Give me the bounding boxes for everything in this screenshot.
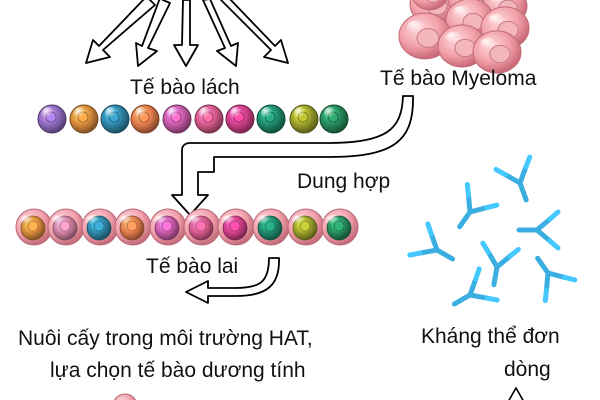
fusion-arrow [171, 95, 414, 216]
spleen-cell [162, 104, 192, 134]
spleen-cell [37, 104, 67, 134]
hybrid-cell [15, 208, 53, 246]
myeloma-cell [412, 0, 448, 11]
antibody-group [407, 154, 578, 307]
split-arrow-1 [85, 0, 156, 64]
spleen-cell [194, 104, 224, 134]
spleen-cell-row [37, 104, 349, 134]
spleen-cell [69, 104, 99, 134]
antibody-icon [457, 181, 500, 230]
antibody-label-line1: Kháng thể đơn [421, 325, 560, 348]
antibody-icon [493, 154, 533, 203]
split-arrow-4 [202, 0, 239, 67]
antibody-icon [407, 221, 456, 262]
fusion-label: Dung hợp [297, 170, 391, 193]
hybrid-cell [47, 208, 85, 246]
myeloma-cell-nucleus [416, 28, 440, 48]
selected-cell-partial [114, 393, 136, 400]
culture-label-line1: Nuôi cấy trong môi trường HAT, [18, 327, 313, 350]
spleen-cell [130, 104, 160, 134]
spleen-cell [289, 104, 319, 134]
hybrid-cell [287, 208, 325, 246]
hybrid-cell [321, 208, 359, 246]
antibody-icon [516, 209, 561, 251]
hybrid-cell [217, 208, 255, 246]
antibody-icon [535, 255, 578, 304]
hybrid-cells-label: Tế bào lai [146, 255, 239, 278]
culture-arrow [185, 257, 280, 304]
hybrid-cell [183, 208, 221, 246]
myeloma-cell-nucleus [489, 44, 511, 64]
split-arrow-5 [220, 0, 289, 64]
hybrid-cell [252, 208, 290, 246]
fusion-arrow-body [171, 95, 414, 216]
spleen-cell [225, 104, 255, 134]
spleen-cell [319, 104, 349, 134]
spleen-cell [100, 104, 130, 134]
hybrid-cell [114, 208, 152, 246]
myeloma-cell-cluster [398, 0, 530, 74]
split-arrow-2 [135, 0, 171, 67]
antibody-up-arrow [508, 387, 524, 400]
spleen-split-arrows [85, 0, 289, 67]
myeloma-cells-label: Tế bào Myeloma [380, 67, 537, 90]
antibody-label-line2: dòng [504, 358, 551, 381]
antibody-icon [451, 266, 500, 307]
myeloma-cell [472, 30, 522, 74]
split-arrow-3 [173, 0, 199, 67]
spleen-cells-label: Tế bào lách [130, 76, 240, 99]
antibody-icon [480, 240, 521, 288]
culture-label-line2: lựa chọn tế bào dương tính [50, 359, 306, 382]
hybrid-cell-row [15, 208, 359, 246]
hybrid-cell [149, 208, 187, 246]
myeloma-cell-nucleus [426, 0, 440, 3]
hybrid-cell [81, 208, 119, 246]
spleen-cell [256, 104, 286, 134]
